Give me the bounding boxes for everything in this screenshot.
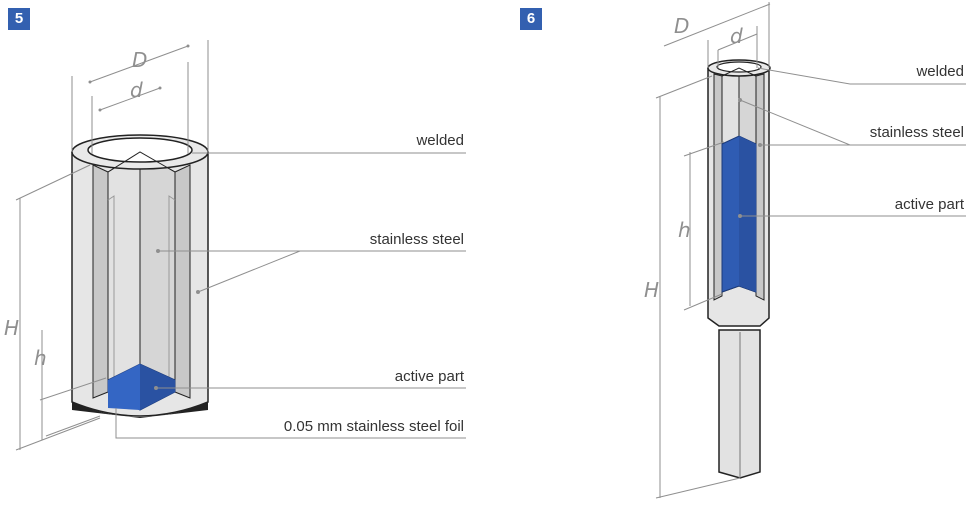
dim-H-5: H [4,316,20,340]
H-ext-bot-6 [655,477,741,499]
dim-d-6: d [730,24,743,48]
figure-6-dimensions [655,2,771,499]
label-stainless-steel-6: stainless steel [869,124,964,141]
label-active-part-5: active part [394,368,464,385]
figure-6-leaders [739,67,966,217]
top-rim-inner-6 [716,61,762,73]
dim-H-6: H [644,278,660,302]
cut-wall-left [92,164,109,399]
bottom-rim [72,402,208,418]
groove-right [168,195,176,380]
label-active-part-6: active part [894,196,964,213]
H-ext-top-6 [655,75,713,99]
figure-5-dim-ticks [88,44,190,112]
dim-D-6: D [674,14,690,38]
dim-h-6: h [678,218,691,242]
label-stainless-steel-5: stainless steel [369,231,464,248]
D-line-6 [663,3,771,47]
H-ext-top-5 [15,164,91,201]
dim-d-5: d [130,78,143,102]
figure-5-badge: 5 [8,8,30,30]
groove-left [107,195,115,380]
h-ext-bot-6 [683,293,723,311]
label-foil-5: 0.05 mm stainless steel foil [283,418,464,435]
H-ext-bot-5 [15,417,101,451]
label-welded-6: welded [916,63,964,80]
leader-steel-5-b [197,250,301,293]
h-ext-top-6 [683,141,725,157]
inner-face-left [107,151,141,381]
h-ext-top-5 [39,377,107,401]
label-welded-5: welded [416,132,464,149]
leader-foil-5 [115,408,466,439]
dim-D-5: D [132,48,148,72]
figure-5-dimensions [15,40,209,451]
figure-6-leader-dots [738,98,762,218]
active-part-6-right [739,136,756,292]
cut-wall-left-6 [713,73,723,301]
dim-h-5: h [34,346,47,370]
d-line-5 [99,87,161,111]
cut-wall-right [174,164,191,399]
active-part-5-left [108,364,140,410]
h-ext-bot-5 [45,415,101,437]
top-rim-inner [87,137,193,163]
inner-peak [107,151,176,173]
leader-welded-6 [757,67,966,85]
inner-face-right [139,151,176,381]
D-line-5 [89,45,189,83]
figure-5-drawing [71,134,209,418]
figure-6-badge: 6 [520,8,542,30]
d-line-6 [717,33,758,51]
figure-6-drawing [707,59,771,479]
figure-5-leader-dots [154,249,200,390]
figure-5-leaders [115,152,466,439]
